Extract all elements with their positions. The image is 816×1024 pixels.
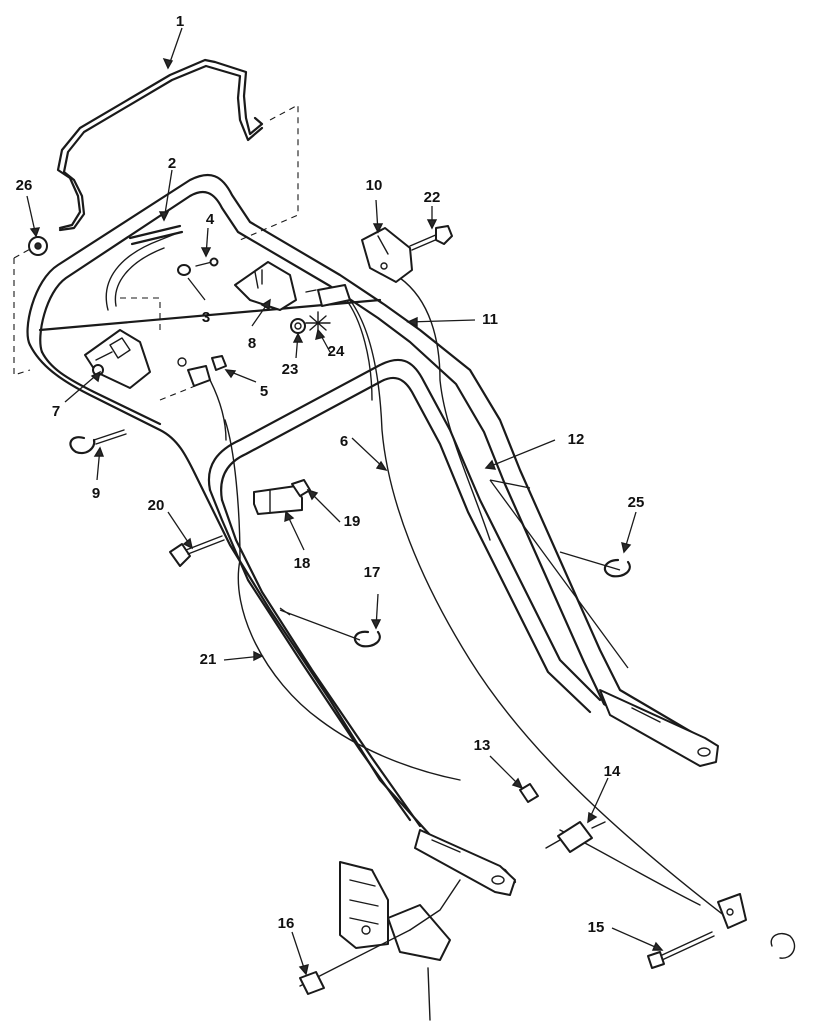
- part-3-washer: [177, 264, 191, 276]
- part-10-clip-bracket: [361, 227, 413, 283]
- part-5-nut: [177, 355, 227, 387]
- callout-12: 12: [568, 431, 585, 448]
- part-14-cable-adjuster: [545, 821, 606, 853]
- part-26-washer: [28, 236, 48, 256]
- callout-22: 22: [424, 189, 441, 206]
- part-4-screw: [195, 257, 219, 267]
- callout-24: 24: [328, 343, 345, 360]
- callout-4: 4: [206, 211, 215, 228]
- callout-26: 26: [16, 177, 33, 194]
- part-9-eyebolt: [69, 429, 127, 455]
- callout-20: 20: [148, 497, 165, 514]
- callout-16: 16: [278, 915, 295, 932]
- callout-9: 9: [92, 485, 100, 502]
- callout-1: 1: [176, 13, 184, 30]
- dashed-reference-lines: [13, 104, 629, 669]
- part-15-screw-bracket: [647, 893, 796, 969]
- callout-14: 14: [604, 763, 621, 780]
- part-2-wire-grip: [128, 224, 184, 246]
- part-16-lower-bracket: [299, 861, 461, 1021]
- cables: [105, 231, 731, 921]
- callout-labels: 1 2 3 4 5 6 7 8 9 10 11 12 13 14 15 16 1…: [16, 13, 645, 936]
- callout-25: 25: [628, 494, 645, 511]
- callout-3: 3: [202, 309, 210, 326]
- leader-arrowheads: [29, 57, 664, 976]
- part-24-star-washer: [305, 311, 331, 335]
- callout-8: 8: [248, 335, 256, 352]
- callout-18: 18: [294, 555, 311, 572]
- callout-15: 15: [588, 919, 605, 936]
- part-18-cable-guide: [253, 485, 303, 515]
- callout-13: 13: [474, 737, 491, 754]
- cable-clamp-near-24: [305, 284, 351, 307]
- part-17-clip: [353, 630, 381, 648]
- part-22-bolt: [409, 225, 453, 251]
- part-20-bolt: [169, 535, 225, 567]
- upper-handle-frame: [26, 173, 719, 896]
- callout-17: 17: [364, 564, 381, 581]
- callout-6: 6: [340, 433, 348, 450]
- lower-handle-loop: [207, 358, 602, 828]
- callout-23: 23: [282, 361, 299, 378]
- callout-11: 11: [482, 311, 498, 328]
- part-7-control-bracket: [84, 329, 151, 389]
- part-23-nut: [290, 318, 306, 334]
- callout-10: 10: [366, 177, 383, 194]
- callout-19: 19: [344, 513, 361, 530]
- part-13-cable-end: [519, 783, 539, 803]
- callout-2: 2: [168, 155, 176, 172]
- part-8-control-bracket: [234, 261, 297, 311]
- part-1-bail-wire: [56, 58, 264, 232]
- callout-21: 21: [200, 651, 217, 668]
- callout-5: 5: [260, 383, 268, 400]
- callout-7: 7: [52, 403, 60, 420]
- part-25-clip: [603, 558, 631, 578]
